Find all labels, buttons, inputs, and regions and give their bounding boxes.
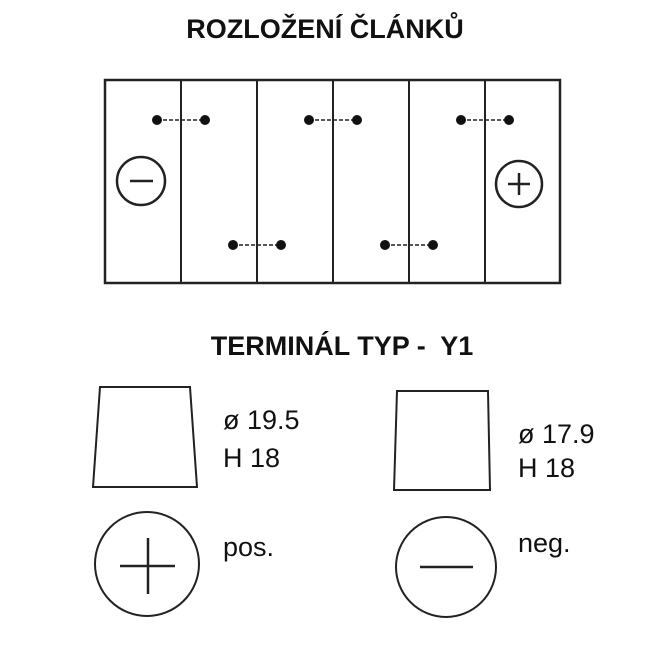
battery-cell-layout: [103, 78, 562, 285]
minus-icon: [395, 516, 497, 618]
terminal-diameter: ø 19.5: [223, 405, 300, 435]
minus-icon: [115, 155, 167, 207]
plus-icon: [94, 511, 200, 617]
plus-icon: [494, 159, 544, 209]
terminal-diameter: ø 17.9: [518, 419, 595, 449]
cell-connectors: [152, 115, 514, 250]
terminal-shape-icon: [91, 386, 199, 488]
terminal-polarity: neg.: [518, 528, 571, 558]
terminal-height: H 18: [223, 443, 280, 473]
terminal-height: H 18: [518, 453, 575, 483]
positive-terminal: ø 19.5 H 18 pos.: [91, 386, 300, 617]
terminal-type-title: TERMINÁL TYP - Y1: [211, 330, 474, 361]
negative-terminal: ø 17.9 H 18 neg.: [392, 390, 595, 618]
cell-layout-title: ROZLOŽENÍ ČLÁNKŮ: [186, 11, 463, 44]
terminal-shape-icon: [392, 390, 492, 491]
terminal-polarity: pos.: [223, 532, 274, 562]
